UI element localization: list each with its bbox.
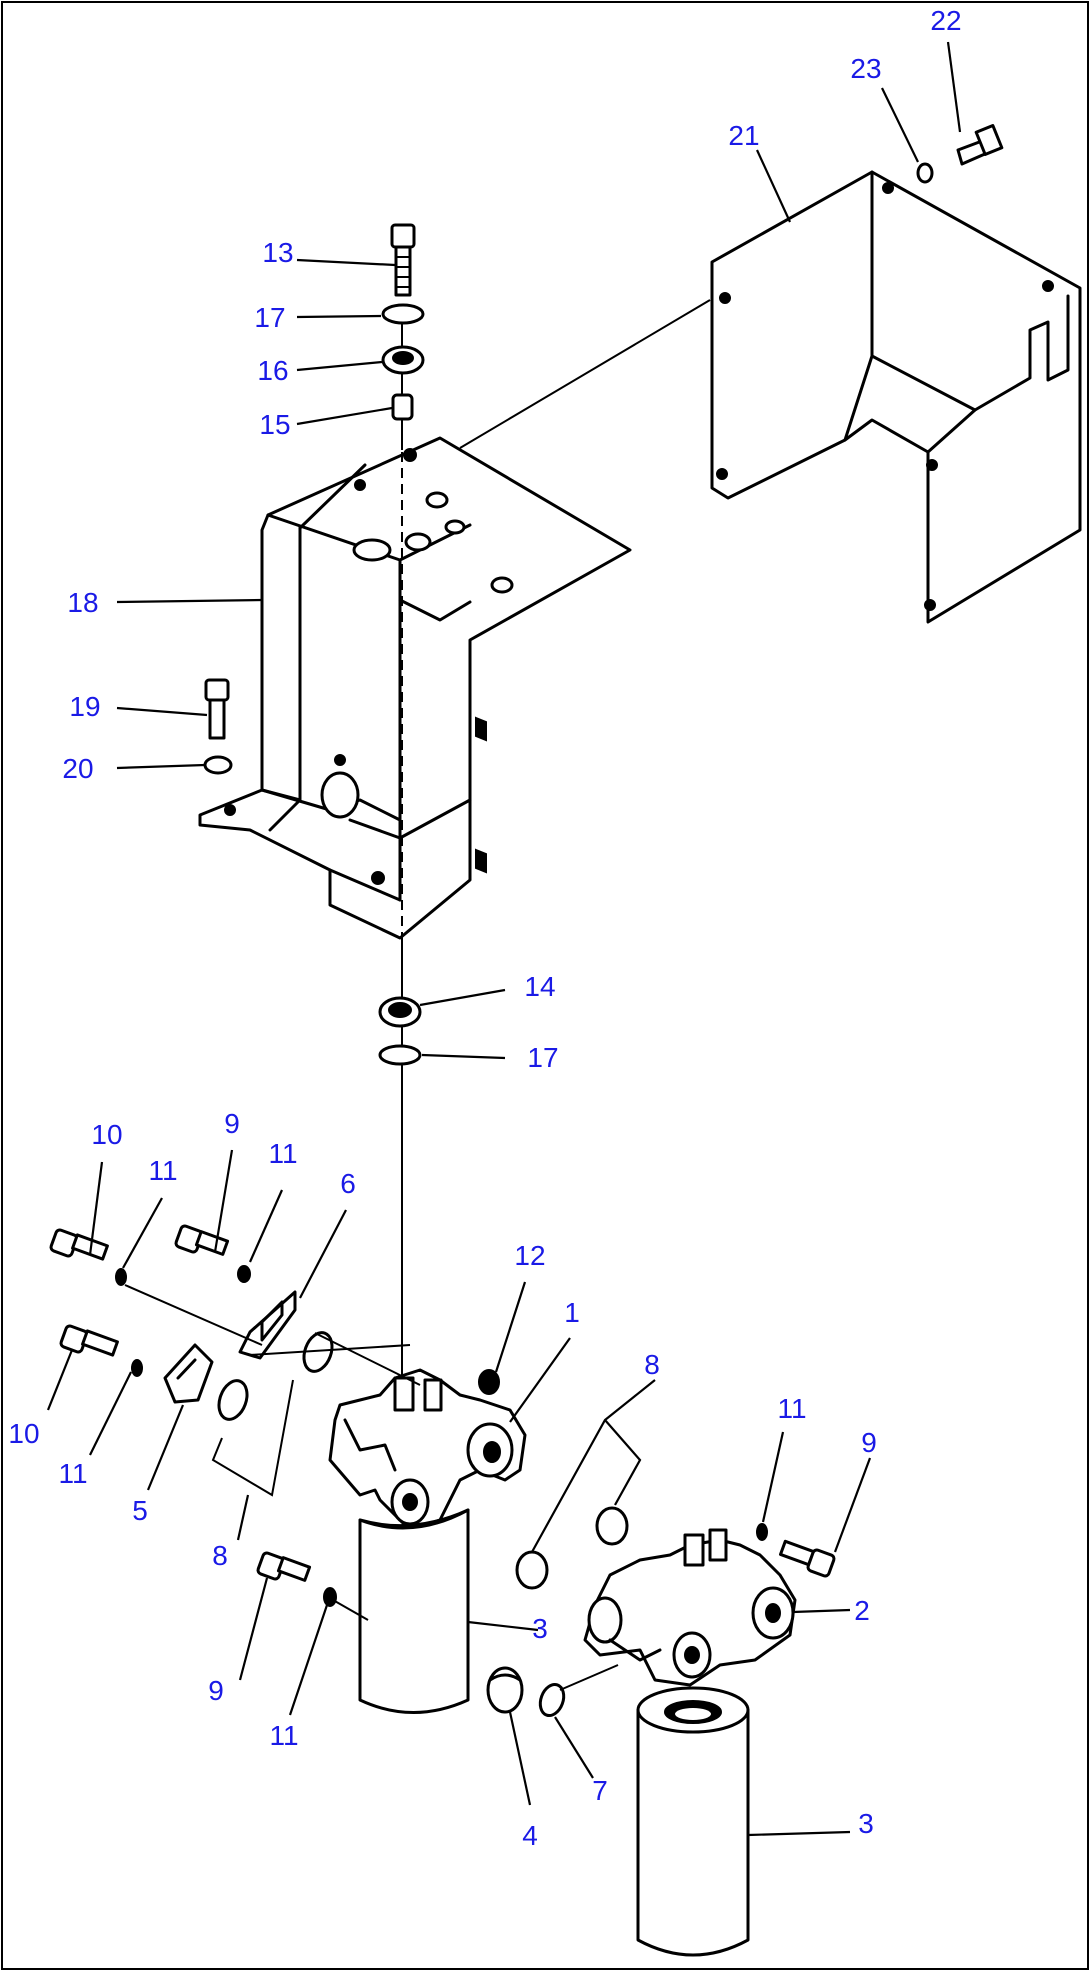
- callout-labels: 22 23 21 13 17 16 15 18 19 20 14 17 10 1…: [8, 5, 961, 1851]
- cover-plate-part-21: [710, 170, 1082, 624]
- washer-part-20: [203, 755, 233, 775]
- callout-18: 18: [67, 587, 98, 618]
- filter-head-part-2: [583, 1528, 797, 1687]
- bolt-part-10-lower: [59, 1324, 119, 1357]
- plug-part-12: [478, 1369, 500, 1395]
- callout-20: 20: [62, 753, 93, 784]
- gasket-part-6: [238, 1290, 297, 1360]
- assembly-line-b: [249, 1332, 421, 1386]
- mount-part-14: [378, 996, 422, 1028]
- bolt-part-13: [390, 223, 416, 297]
- bolt-part-9-lower: [256, 1551, 312, 1582]
- callout-2: 2: [854, 1595, 870, 1626]
- callout-1: 1: [564, 1297, 580, 1328]
- callout-6: 6: [340, 1168, 356, 1199]
- washer-part-11-a: [115, 1268, 127, 1286]
- assembly-line-d: [332, 1599, 369, 1621]
- callout-4: 4: [522, 1820, 538, 1851]
- callout-13: 13: [262, 237, 293, 268]
- o-ring-part-8-c: [515, 1550, 549, 1590]
- leader-lines: [46, 41, 962, 1837]
- callout-11-c: 11: [58, 1458, 87, 1489]
- callout-23: 23: [850, 53, 881, 84]
- mount-part-16: [381, 345, 425, 375]
- bolt-part-9-right: [779, 1539, 836, 1578]
- callout-21: 21: [728, 120, 759, 151]
- bolt-part-10-upper: [49, 1228, 109, 1261]
- callout-15: 15: [259, 409, 290, 440]
- washer-part-11-b: [237, 1265, 251, 1283]
- assembly-line-a: [124, 1284, 263, 1346]
- callout-22: 22: [930, 5, 961, 36]
- cap-part-4: [486, 1666, 524, 1714]
- washer-part-23: [916, 162, 934, 184]
- callout-5: 5: [132, 1495, 148, 1526]
- bolt-part-9-upper: [174, 1224, 230, 1256]
- bolt-part-19: [204, 678, 230, 740]
- washer-part-11-e: [756, 1523, 768, 1541]
- callout-9-upper: 9: [224, 1108, 240, 1139]
- callout-10-upper: 10: [91, 1119, 122, 1150]
- assembly-line-e: [559, 1664, 619, 1691]
- filter-cartridge-part-3-right: [636, 1686, 750, 1957]
- filter-cartridge-part-3-left: [358, 1508, 470, 1714]
- o-ring-part-7: [538, 1683, 566, 1717]
- callout-12: 12: [514, 1240, 545, 1271]
- filter-head-part-1: [328, 1368, 527, 1532]
- assembly-line-c: [211, 1379, 294, 1497]
- callout-9-lower: 9: [208, 1675, 224, 1706]
- callout-3-right: 3: [858, 1808, 874, 1839]
- callout-11-d: 11: [777, 1393, 806, 1424]
- washer-part-17-lower: [378, 1044, 422, 1066]
- flange-part-5: [163, 1343, 214, 1404]
- bolt-part-22: [956, 124, 1004, 166]
- callout-17-upper: 17: [254, 302, 285, 333]
- bracket-part-18: [198, 436, 632, 940]
- callout-16: 16: [257, 355, 288, 386]
- o-ring-part-8-b: [302, 1331, 334, 1373]
- callout-14: 14: [524, 971, 555, 1002]
- callout-19: 19: [69, 691, 100, 722]
- o-ring-part-8-a: [217, 1379, 249, 1421]
- washer-part-11-d: [323, 1587, 337, 1607]
- cover-mount-line: [459, 299, 711, 449]
- callout-10-lower: 10: [8, 1418, 39, 1449]
- callout-8-right: 8: [644, 1349, 660, 1380]
- washer-part-17-upper: [381, 303, 425, 325]
- callout-7: 7: [592, 1775, 608, 1806]
- callout-9-right: 9: [861, 1427, 877, 1458]
- washer-part-11-c: [131, 1359, 143, 1377]
- callout-3-left: 3: [532, 1613, 548, 1644]
- collar-part-15: [391, 393, 414, 421]
- o-ring-part-8-d: [595, 1506, 629, 1546]
- callout-11-e: 11: [269, 1720, 298, 1751]
- callout-17-lower: 17: [527, 1042, 558, 1073]
- callout-8-left: 8: [212, 1540, 228, 1571]
- callout-11-a: 11: [148, 1155, 177, 1186]
- callout-11-b: 11: [268, 1138, 297, 1169]
